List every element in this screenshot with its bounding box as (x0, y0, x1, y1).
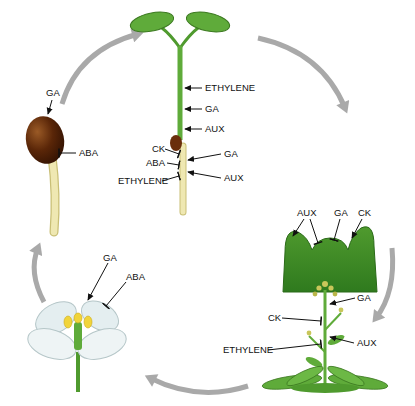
adult-plant-illustration-part (307, 331, 312, 336)
cycle-arrows-part (376, 248, 393, 318)
hormone-label: AUX (357, 338, 377, 348)
hormone-effect-leaders-part (330, 337, 354, 343)
hormone-effect-leaders-part (185, 109, 202, 110)
hormone-label: CK (152, 144, 165, 154)
hormone-effect-leaders-part (88, 263, 108, 300)
cycle-arrows-part (62, 34, 138, 104)
hormone-label: GA (224, 149, 238, 159)
cycle-arrows-part (258, 38, 345, 108)
hormone-effect-leaders-part (106, 282, 126, 306)
flower-illustration-part (74, 323, 130, 365)
flower-illustration (24, 295, 130, 392)
hormone-label: GA (103, 253, 117, 263)
hormone-effect-leaders-part (188, 172, 221, 178)
adult-plant-illustration-part (339, 308, 344, 313)
adult-plant-illustration-part (325, 313, 341, 330)
hormone-effect-leaders-part (185, 129, 202, 130)
adult-plant-illustration-part (313, 292, 318, 297)
hormone-effect-leaders-part (165, 149, 179, 154)
hormone-effect-leaders-part (167, 163, 179, 165)
flower-illustration-part (74, 313, 82, 323)
adult-plant-illustration (261, 281, 388, 393)
adult-plant-illustration-part (333, 292, 338, 297)
shoot-apex-illustration-part (283, 227, 377, 292)
flower-illustration-part (84, 316, 92, 328)
hormone-effect-leaders-part (48, 100, 52, 114)
hormone-effect-leaders-part (185, 88, 202, 89)
seedling-illustration-part (180, 28, 198, 48)
hormone-label: ABA (79, 148, 98, 158)
adult-plant-illustration-part (316, 285, 321, 290)
flower-illustration-part (76, 352, 80, 392)
adult-plant-illustration-part (322, 281, 328, 287)
cycle-arrows-part (150, 378, 248, 392)
seedling-illustration-part (178, 46, 183, 140)
hormone-label: ABA (126, 272, 145, 282)
seedling-illustration-part (129, 9, 176, 36)
seed-illustration (21, 113, 68, 232)
hormone-effect-leaders-part (310, 219, 318, 243)
flower-illustration-part (74, 322, 82, 350)
hormone-label: ETHYLENE (223, 345, 273, 355)
flower-illustration-part (64, 316, 72, 328)
hormone-label: GA (205, 104, 219, 114)
hormone-label: AUX (297, 208, 317, 218)
adult-plant-illustration-part (291, 383, 359, 393)
hormone-label: GA (334, 208, 348, 218)
adult-plant-illustration-part (324, 290, 327, 385)
hormone-label: ETHYLENE (118, 176, 168, 186)
hormone-label: ABA (146, 158, 165, 168)
cycle-arrows (34, 34, 393, 392)
hormone-label: CK (358, 208, 371, 218)
hormone-effect-leaders-part (188, 154, 221, 160)
cycle-arrows-part (34, 248, 44, 302)
hormone-effect-leaders-part (59, 153, 76, 154)
seedling-illustration-part (180, 146, 187, 212)
hormone-effect-leaders-part (330, 298, 355, 304)
seedling-illustration-part (162, 28, 180, 48)
hormone-label: ETHYLENE (205, 83, 255, 93)
shoot-apex-illustration (283, 227, 377, 292)
seedling-illustration-part (181, 146, 186, 212)
adult-plant-illustration-part (328, 285, 333, 290)
seed-illustration-part (52, 156, 55, 232)
hormone-effect-leaders-part (268, 344, 321, 350)
seed-illustration-part (21, 113, 68, 168)
hormone-label: AUX (224, 173, 244, 183)
seed-illustration-part (52, 156, 55, 232)
hormone-label: GA (46, 88, 60, 98)
hormone-label: GA (357, 293, 371, 303)
seedling-illustration-part (185, 9, 232, 36)
flower-illustration-part (24, 323, 80, 365)
hormone-label: CK (268, 313, 281, 323)
hormone-effect-leaders-part (282, 318, 321, 321)
hormone-effect-leaders-part (352, 219, 362, 238)
hormone-effect-leaders (48, 88, 362, 350)
hormone-label: AUX (205, 124, 225, 134)
hormone-effect-leaders-part (334, 219, 340, 240)
hormone-effect-leaders-part (293, 219, 304, 236)
seedling-illustration-part (170, 135, 182, 151)
